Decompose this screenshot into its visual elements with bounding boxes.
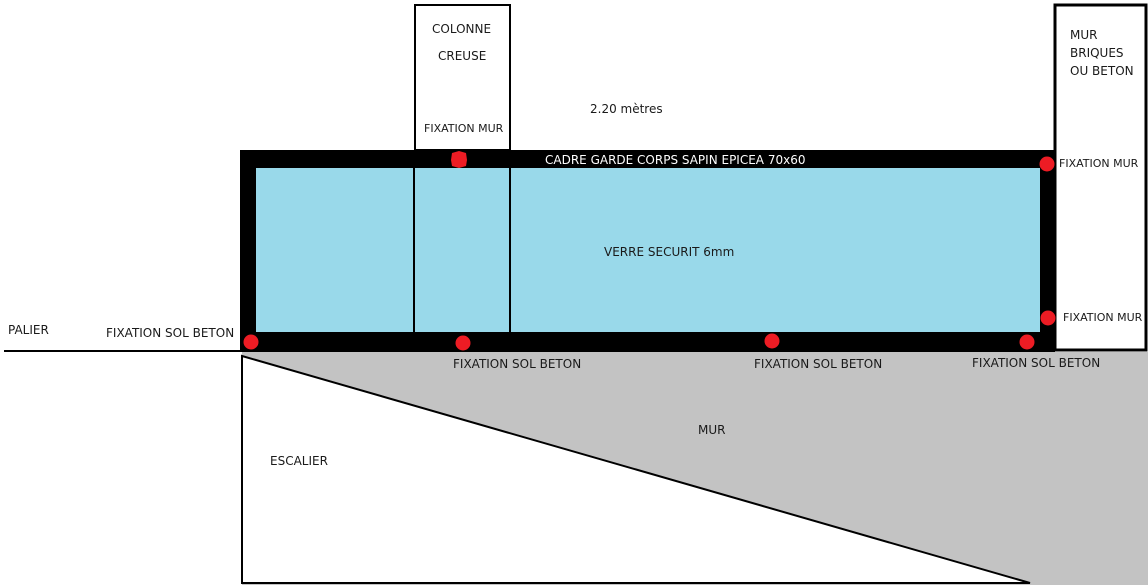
column-fixation-label: FIXATION MUR <box>424 122 504 135</box>
hollow-column <box>414 4 511 151</box>
stairs <box>241 354 1031 584</box>
wall-below-label: MUR <box>698 423 726 437</box>
wall-fixation-top-label: FIXATION MUR <box>1059 157 1139 170</box>
wall-fixation-bottom-label: FIXATION MUR <box>1063 311 1143 324</box>
landing-label: PALIER <box>8 323 49 337</box>
column-label-2: CREUSE <box>438 49 487 63</box>
glass-panel <box>256 168 1040 332</box>
fixation-point-wall-top <box>1039 156 1055 172</box>
floor-fixation-left-label: FIXATION SOL BETON <box>106 326 235 340</box>
floor-fixation-3-label: FIXATION SOL BETON <box>972 356 1101 370</box>
fixation-point-wall-bottom <box>1040 310 1056 326</box>
floor-fixation-2-label: FIXATION SOL BETON <box>754 357 883 371</box>
column-label-1: COLONNE <box>432 22 492 36</box>
fixation-point-column <box>451 151 467 168</box>
frame-label: CADRE GARDE CORPS SAPIN EPICEA 70x60 <box>545 153 806 167</box>
floor-fixation-1-label: FIXATION SOL BETON <box>453 357 582 371</box>
wall-label-3: OU BETON <box>1070 64 1134 78</box>
fixation-point-floor-1 <box>455 335 471 351</box>
wall-label-1: MUR <box>1070 28 1098 42</box>
dimension-label: 2.20 mètres <box>590 102 663 116</box>
glass-label: VERRE SECURIT 6mm <box>604 245 735 259</box>
fixation-point-floor-3 <box>1019 334 1035 350</box>
fixation-point-floor-left <box>243 334 259 350</box>
fixation-point-floor-2 <box>764 333 780 349</box>
right-wall <box>1053 3 1148 352</box>
wall-label-2: BRIQUES <box>1070 46 1124 60</box>
stairs-label: ESCALIER <box>270 454 328 468</box>
